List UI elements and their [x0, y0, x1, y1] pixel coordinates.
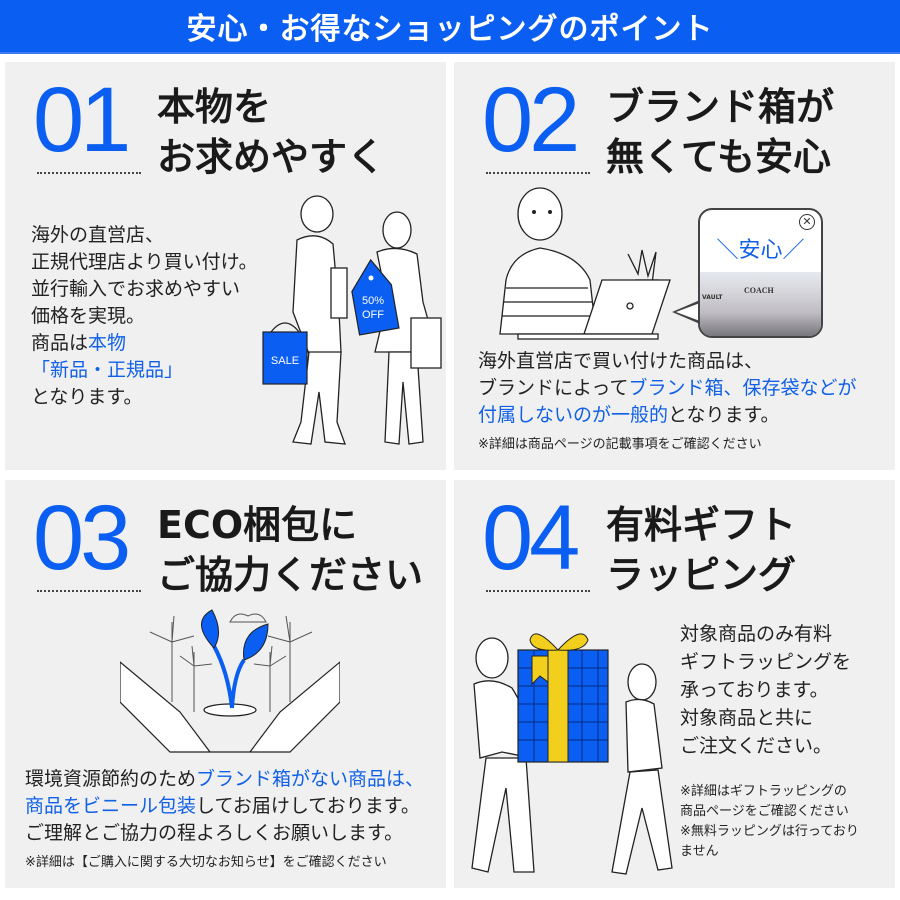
text-line: 商品は本物	[31, 330, 258, 357]
text-highlight: 本物	[88, 332, 127, 354]
bubble-caption: ＼安心／	[716, 238, 805, 263]
dotted-divider	[486, 172, 590, 174]
text-line: となります。	[31, 386, 143, 408]
text-plain: してお届けしております。	[196, 795, 420, 817]
point-title-line: ECO梱包に	[157, 503, 358, 547]
point-title: ブランド箱が 無くても安心	[606, 82, 834, 182]
text-line: 対象商品のみ有料	[680, 623, 833, 645]
page-header: 安心・お得なショッピングのポイント	[0, 0, 900, 52]
text-line: 商品をビニール包装してお届けしております。	[25, 793, 424, 820]
text-line: 承っております。	[680, 679, 829, 701]
dotted-divider	[37, 590, 141, 592]
point-title-line: 無くても安心	[606, 135, 831, 179]
point-title-line: ご協力ください	[157, 553, 424, 597]
point-title-line: ブランド箱が	[606, 85, 835, 129]
text-line: 対象商品と共に	[680, 707, 814, 729]
point-number: 04	[482, 487, 580, 589]
page-title: 安心・お得なショッピングのポイント	[186, 12, 714, 47]
point-note: ※詳細は商品ページの記載事項をご確認ください	[478, 437, 762, 452]
point-card-02: 02 ブランド箱が 無くても安心 ✕ ＼安心／ COACH VAULT 海外直営…	[454, 62, 895, 470]
text-line: ブランドによってブランド箱、保存袋などが	[478, 375, 857, 402]
text-line: 付属しないのが一般的となります。	[478, 402, 857, 429]
text-line: 正規代理店より買い付け。	[31, 251, 258, 273]
point-note-highlight: ません	[680, 844, 719, 859]
text-line: 海外直営店で買い付けた商品は、	[478, 350, 764, 372]
svg-text:SALE: SALE	[271, 355, 299, 367]
text-line: ご理解とご協力の程よろしくお願いします。	[25, 822, 404, 844]
svg-text:OFF: OFF	[362, 309, 384, 321]
text-highlight: 商品をビニール包装	[25, 795, 197, 817]
text-highlight: 「新品・正規品」	[31, 359, 184, 381]
point-number: 02	[482, 69, 580, 171]
shopping-couple-icon: SALE 50% OFF	[262, 195, 442, 445]
text-highlight: 付属しないのが一般的	[478, 404, 669, 426]
point-number: 03	[33, 487, 131, 589]
point-title: 本物を お求めやすく	[157, 82, 385, 182]
text-highlight: ブランド箱、保存袋などが	[628, 377, 857, 399]
point-title-line: ラッピング	[606, 553, 797, 597]
text-line: ギフトラッピングを	[680, 651, 852, 673]
point-description: 海外の直営店、 正規代理店より買い付け。 並行輸入でお求めやすい 価格を実現。 …	[31, 222, 258, 411]
point-note: ※詳細は【ご購入に関する大切なお知らせ】をご確認ください	[25, 855, 387, 870]
text-plain: 商品は	[31, 332, 89, 354]
text-line: 環境資源節約のためブランド箱がない商品は、	[25, 766, 424, 793]
point-title: 有料ギフト ラッピング	[606, 500, 796, 600]
point-note: ※詳細はギフトラッピングの	[680, 784, 847, 799]
point-description: 海外直営店で買い付けた商品は、 ブランドによってブランド箱、保存袋などが 付属し…	[478, 348, 857, 429]
point-number: 01	[33, 69, 131, 171]
text-plain: となります。	[668, 404, 780, 426]
point-note: 商品ページをご確認ください	[680, 804, 849, 819]
point-notes: ※詳細はギフトラッピングの 商品ページをご確認ください ※無料ラッピングは行って…	[680, 782, 859, 862]
store-sign: VAULT	[702, 294, 723, 301]
point-note-highlight: ※無料ラッピングは行っており	[680, 824, 859, 839]
speech-bubble: ✕ ＼安心／ COACH VAULT	[698, 208, 823, 338]
svg-text:50%: 50%	[362, 295, 384, 307]
store-name: COACH	[744, 286, 774, 295]
gift-couple-icon	[471, 633, 673, 875]
dotted-divider	[37, 172, 141, 174]
text-plain: ブランドによって	[478, 377, 629, 399]
text-line: 海外の直営店、	[31, 224, 165, 246]
point-title-line: 本物を	[157, 85, 272, 129]
bubble-tail	[676, 303, 700, 321]
point-card-04: 04 有料ギフト ラッピング 対象商品のみ有	[454, 480, 895, 888]
point-title-line: 有料ギフト	[606, 503, 797, 547]
point-title: ECO梱包に ご協力ください	[157, 500, 423, 600]
point-card-01: 01 本物を お求めやすく 海外の直営店、 正規代理店より買い付け。 並行輸入で…	[5, 62, 446, 470]
dotted-divider	[486, 590, 590, 592]
text-plain: 環境資源節約のため	[25, 768, 197, 790]
eco-plant-hands-icon	[120, 609, 340, 753]
point-description: 対象商品のみ有料 ギフトラッピングを 承っております。 対象商品と共に ご注文く…	[680, 620, 851, 760]
header-divider	[0, 52, 900, 54]
text-line: 並行輸入でお求めやすい	[31, 278, 241, 300]
close-icon: ✕	[799, 214, 815, 230]
text-line: ご注文ください。	[680, 735, 833, 757]
text-line: 価格を実現。	[31, 305, 146, 327]
man-with-laptop-icon	[499, 187, 671, 340]
store-photo: COACH VAULT	[700, 272, 821, 336]
point-title-line: お求めやすく	[157, 135, 386, 179]
point-description: 環境資源節約のためブランド箱がない商品は、 商品をビニール包装してお届けしており…	[25, 766, 424, 847]
text-highlight: ブランド箱がない商品は、	[196, 768, 425, 790]
point-card-03: 03 ECO梱包に ご協力ください 環境資源節約のためブランド箱がない商品は、 …	[5, 480, 446, 888]
